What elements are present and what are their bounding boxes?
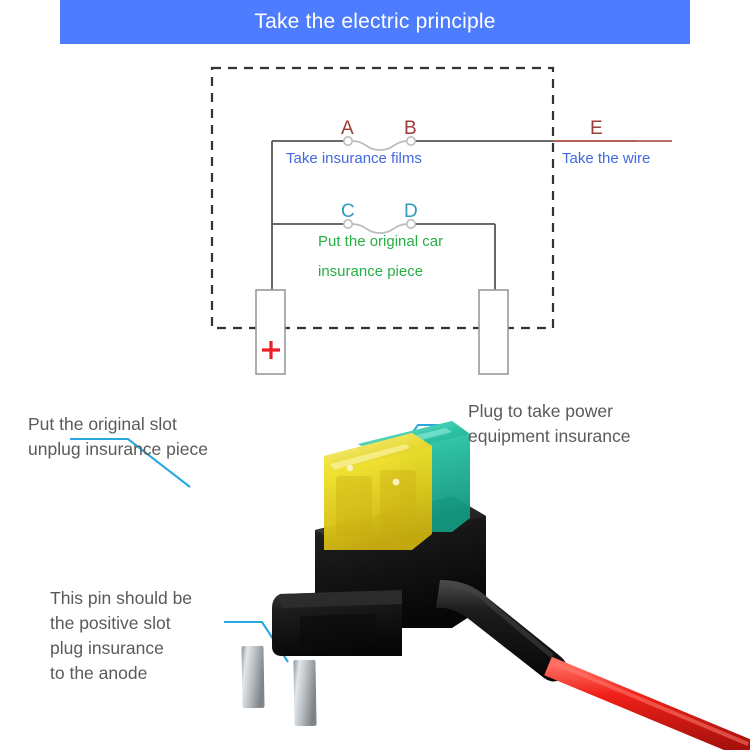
power-wire-red	[544, 656, 750, 750]
fuse-front-pin-dot-right	[392, 478, 400, 486]
node-circle-a	[342, 136, 353, 147]
circuit-principle-diagram: A B C D E Take insurance films Take the …	[0, 44, 750, 394]
callout-line: plug insurance	[50, 638, 164, 658]
callout-line: to the anode	[50, 663, 148, 683]
callout-positive-slot-anode: This pin should be the positive slot plu…	[50, 586, 192, 686]
circuit-schematic-svg	[210, 66, 672, 375]
annotation-take-insurance-films: Take insurance films	[286, 150, 422, 167]
callout-line: unplug insurance piece	[28, 439, 208, 459]
node-label-e: E	[590, 118, 603, 139]
annotation-take-the-wire: Take the wire	[562, 150, 651, 167]
cable-sleeve-highlight	[451, 583, 554, 658]
callout-plug-take-power: Plug to take power equipment insurance	[468, 399, 630, 449]
blade-pin-left	[241, 645, 265, 709]
blade-carrier-recess	[300, 614, 376, 644]
blade-carrier-top-edge	[280, 590, 402, 608]
power-wire-highlight	[551, 660, 749, 746]
node-label-b: B	[404, 118, 417, 139]
annotation-put-original-car: Put the original car	[318, 233, 444, 250]
node-label-c: C	[341, 201, 355, 222]
terminal-left-positive	[255, 289, 286, 375]
callout-line: This pin should be	[50, 588, 193, 608]
page-title: Take the electric principle	[254, 10, 496, 33]
header-banner: Take the electric principle	[60, 0, 690, 44]
node-label-a: A	[341, 118, 354, 139]
leader-line-left-slot	[70, 437, 191, 488]
callout-line: Plug to take power	[468, 401, 613, 421]
annotation-insurance-piece: insurance piece	[318, 263, 424, 280]
node-circle-b	[405, 136, 416, 147]
product-illustration-svg	[70, 421, 750, 750]
cable-sleeve	[436, 580, 568, 682]
terminal-right-negative	[478, 289, 509, 375]
node-circle-d	[405, 219, 416, 230]
fuse-front-highlight	[330, 444, 410, 470]
wire-lower-break	[351, 223, 409, 234]
fuse-front-window-left	[336, 476, 372, 536]
product-photo-fuse-tap	[0, 394, 750, 750]
node-circle-c	[342, 219, 353, 230]
wire-upper-break	[351, 140, 409, 151]
node-label-d: D	[404, 201, 418, 222]
fuse-front-window-right	[380, 470, 416, 532]
dashed-enclosure-box	[210, 66, 555, 330]
fuse-front-pin-dot-left	[346, 464, 354, 472]
callout-line: equipment insurance	[468, 426, 631, 446]
callout-line: Put the original slot	[28, 414, 177, 434]
blade-pin-right	[293, 659, 317, 727]
callout-line: the positive slot	[50, 613, 171, 633]
callout-put-original-slot: Put the original slot unplug insurance p…	[28, 412, 208, 462]
